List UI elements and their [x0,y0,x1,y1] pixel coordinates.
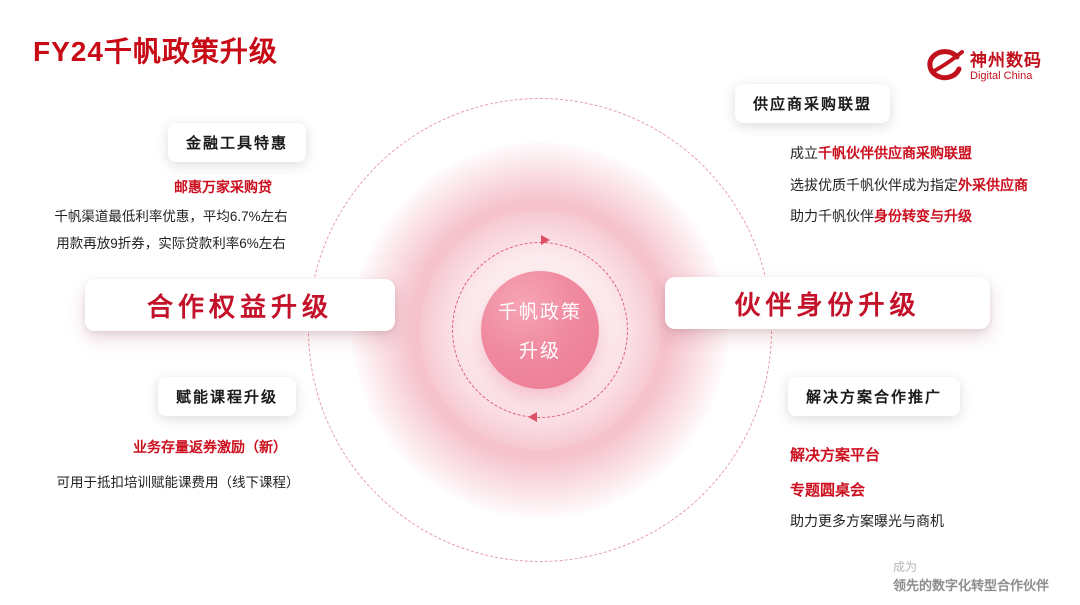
inner-dashed-ring [452,242,628,418]
supplier-line3-prefix: 助力千帆伙伴 [790,208,874,224]
logo-name: 神州数码 [970,50,1042,70]
solution-highlight2: 专题圆桌会 [790,482,866,499]
finance-highlight: 邮惠万家采购贷 [174,179,272,195]
card-partner-identity: 伙伴身份升级 [665,277,990,329]
course-highlight: 业务存量返券激励（新） [133,439,287,455]
digital-china-logo: 神州数码 Digital China [922,48,1042,86]
footer-line1: 成为 [893,560,918,574]
card-course-upgrade-label: 赋能课程升级 [176,389,279,406]
rotation-arrow-icon [528,412,537,422]
supplier-line3-highlight: 身份转变与升级 [874,208,972,224]
card-solution-promotion: 解决方案合作推广 [788,377,961,416]
supplier-line2-prefix: 选拔优质千帆伙伴成为指定 [790,177,958,193]
finance-line1: 千帆渠道最低利率优惠，平均6.7%左右 [54,209,288,224]
center-badge-line1: 千帆政策 [497,302,582,323]
digital-china-logo-icon [927,49,964,81]
solution-line1: 助力更多方案曝光与商机 [790,513,944,529]
logo-subtitle: Digital China [970,70,1033,83]
finance-line2: 用款再放9折券，实际贷款利率6%左右 [56,236,286,251]
rotation-arrow-icon [541,235,550,245]
supplier-line1: 成立千帆伙伴供应商采购联盟 [790,143,972,163]
supplier-line3: 助力千帆伙伴身份转变与升级 [790,206,972,226]
center-badge-line2: 升级 [518,341,561,362]
card-course-upgrade: 赋能课程升级 [158,377,297,416]
card-supplier-alliance: 供应商采购联盟 [735,84,891,123]
page-title: FY24千帆政策升级 [33,36,278,67]
supplier-line2-highlight: 外采供应商 [958,177,1028,193]
card-cooperation-rights: 合作权益升级 [85,279,395,331]
supplier-line1-prefix: 成立 [790,145,818,161]
supplier-line2: 选拔优质千帆伙伴成为指定外采供应商 [790,175,1028,195]
course-line1: 可用于抵扣培训赋能课费用（线下课程） [56,475,300,490]
footer-tagline: 成为 领先的数字化转型合作伙伴 [893,558,1049,596]
logo-text: 神州数码 Digital China [970,50,1042,83]
footer-line2: 领先的数字化转型合作伙伴 [893,578,1050,593]
center-badge: 千帆政策 升级 [481,271,599,389]
card-solution-promotion-label: 解决方案合作推广 [806,389,943,406]
solution-highlight1: 解决方案平台 [790,447,881,464]
partner-identity-label: 伙伴身份升级 [734,289,921,320]
card-supplier-alliance-label: 供应商采购联盟 [753,96,873,113]
supplier-line1-highlight: 千帆伙伴供应商采购联盟 [818,145,972,161]
cooperation-rights-label: 合作权益升级 [146,291,333,322]
card-finance-tools-label: 金融工具特惠 [186,135,289,152]
card-finance-tools: 金融工具特惠 [168,123,307,162]
